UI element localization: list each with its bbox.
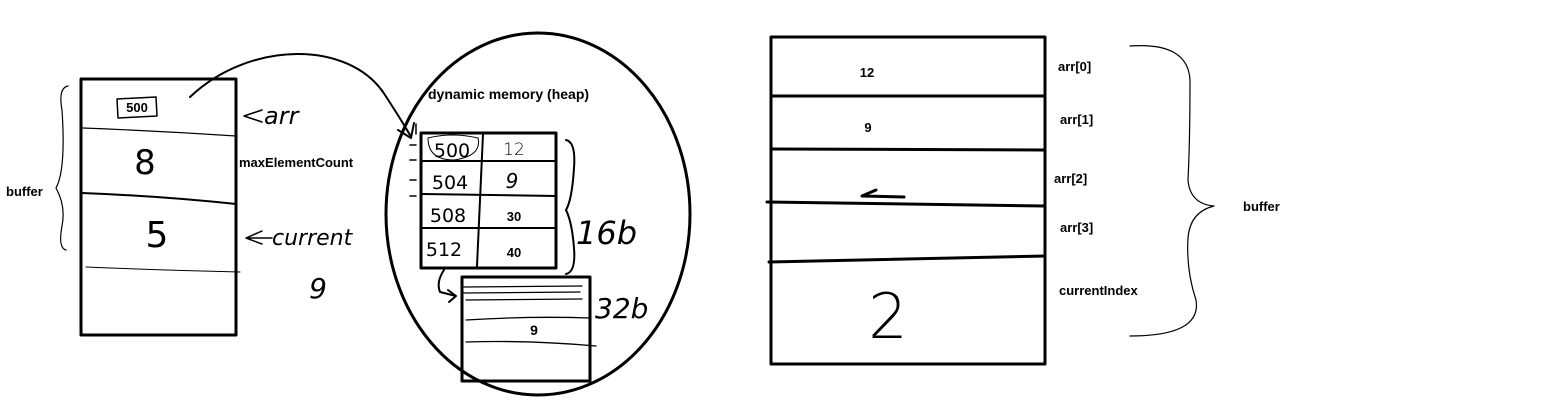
left-buffer-brace [55, 85, 69, 251]
heap-address: 500 [434, 140, 470, 162]
right-cell-divider [765, 200, 1047, 208]
heap: dynamic memory (heap) 500 504 508 512 12… [384, 31, 692, 397]
heap-address: 512 [426, 239, 462, 261]
heap-value: 12 [503, 140, 525, 160]
current-index-value: 2 [868, 280, 907, 353]
stray-digit: 9 [309, 272, 327, 305]
heap-block-size: 16b [576, 214, 637, 252]
heap-realloc-arrow-icon [437, 269, 457, 303]
current-value: 5 [146, 215, 169, 256]
heap-array-table [419, 131, 558, 270]
heap-new-block-size: 32b [595, 292, 648, 325]
right-cell-divider [769, 147, 1047, 152]
right-buffer-brace [1129, 45, 1215, 337]
heap-array-brace [565, 139, 576, 275]
heap-column-divider [476, 133, 484, 267]
left-buffer-label: buffer [6, 184, 43, 199]
right-cell-label: arr[1] [1060, 112, 1093, 127]
heap-value: 40 [507, 245, 521, 260]
left-buffer: 500 8 5 buffer arr maxElementCount curre… [6, 53, 415, 337]
right-cell-label: currentIndex [1059, 283, 1139, 298]
current-arrow-icon [245, 230, 273, 245]
right-cell-divider [767, 254, 1047, 264]
heap-address: 508 [430, 205, 466, 227]
heap-value: 9 [506, 169, 519, 193]
right-cell-value: 12 [860, 65, 874, 80]
left-cell-divider [85, 266, 241, 273]
heap-value: 30 [507, 209, 521, 224]
right-buffer-label: buffer [1243, 199, 1280, 214]
heap-title: dynamic memory (heap) [428, 86, 589, 102]
left-cell-divider [81, 192, 237, 205]
pointer-value: 500 [126, 100, 148, 115]
right-buffer: 12 9 2 arr[0] arr[1] arr[2] arr[3] curre… [765, 35, 1280, 366]
heap-ellipse [384, 31, 692, 397]
left-cell-divider [82, 127, 237, 137]
heap-address: 504 [432, 172, 468, 194]
right-cell-label: arr[0] [1058, 59, 1091, 74]
right-cell-label: arr[3] [1060, 220, 1093, 235]
heap-row-divider [421, 193, 557, 197]
right-buffer-box [769, 35, 1047, 366]
pointer-arrow-icon [243, 109, 263, 123]
left-buffer-box [79, 77, 238, 337]
heap-address-highlight [427, 134, 479, 161]
heap-new-block-value: 9 [530, 322, 538, 338]
index-arrow-icon [860, 188, 906, 199]
current-label: current [272, 226, 354, 251]
pointer-value-box [116, 96, 158, 119]
right-cell-label: arr[2] [1054, 171, 1087, 186]
heap-new-block-lines [463, 285, 597, 347]
heap-tick-marks [409, 123, 417, 197]
heap-new-block [460, 275, 592, 383]
right-cell-value: 9 [864, 120, 871, 135]
max-count-value: 8 [134, 143, 156, 183]
count-label: maxElementCount [239, 155, 354, 170]
pointer-curve [189, 53, 411, 136]
pointer-label: arr [264, 102, 301, 130]
